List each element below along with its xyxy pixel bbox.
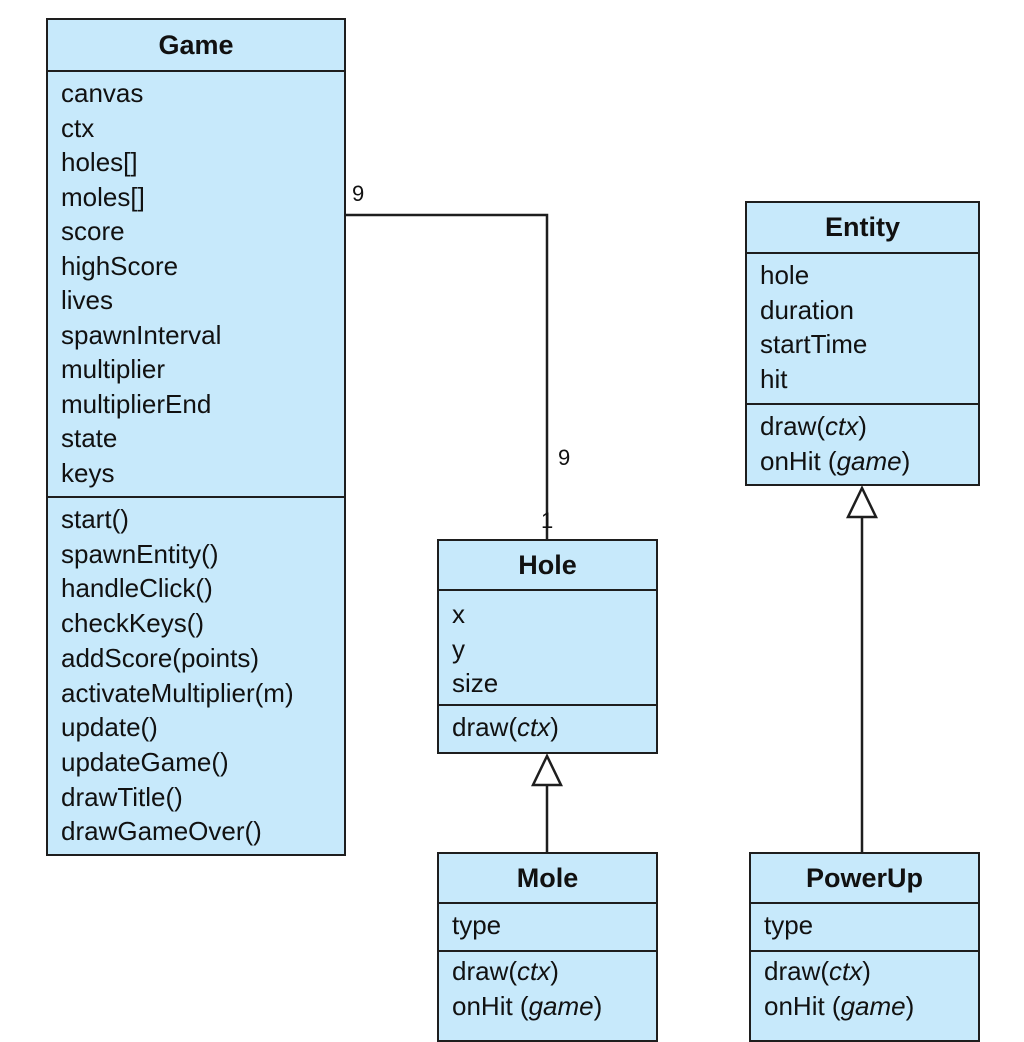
method: updateGame()	[61, 746, 229, 777]
method: draw(ctx)	[452, 954, 656, 989]
method: draw(ctx)	[764, 954, 978, 989]
method-name: draw(	[452, 712, 518, 742]
method: spawnEntity()	[61, 538, 219, 569]
method-close: )	[593, 990, 603, 1021]
methods-section: draw(ctx)onHit (game)	[747, 405, 978, 478]
attribute: hole	[760, 260, 810, 290]
method: draw(ctx)	[760, 409, 978, 444]
attribute: holes[]	[61, 147, 138, 177]
attribute: type	[764, 910, 814, 940]
multiplicity-hole-end: 1	[541, 508, 554, 533]
methods-section: draw(ctx)onHit (game)	[439, 952, 656, 1023]
generalization-powerup-entity-arrowhead	[846, 485, 878, 519]
method-name: draw(	[452, 956, 518, 986]
attributes-section: type	[439, 904, 656, 952]
method-name: onHit (	[764, 990, 841, 1021]
method-name: onHit (	[760, 445, 837, 476]
method-close: )	[862, 956, 871, 986]
attribute: score	[61, 216, 125, 246]
class-title: Entity	[747, 203, 978, 254]
attribute: moles[]	[61, 181, 145, 212]
attribute: keys	[61, 457, 115, 488]
method-name: onHit (	[452, 990, 529, 1021]
attribute: highScore	[61, 250, 179, 281]
method-close: )	[550, 712, 559, 742]
method-param: game	[528, 990, 594, 1021]
method-close: )	[550, 956, 559, 986]
method: activateMultiplier(m)	[61, 677, 294, 708]
method-param: ctx	[517, 956, 551, 986]
attribute: multiplierEnd	[61, 388, 212, 419]
attributes-section: hole duration startTime hit	[747, 254, 978, 405]
attribute: type	[452, 910, 502, 940]
attribute: y	[452, 633, 465, 664]
attribute: hit	[760, 363, 788, 394]
method: drawGameOver()	[61, 816, 262, 847]
method: update()	[61, 712, 158, 743]
method: onHit (game)	[764, 989, 978, 1024]
attribute: state	[61, 423, 118, 453]
methods-section: draw(ctx)	[439, 706, 656, 745]
class-entity[interactable]: Entity hole duration startTime hit draw(ctx…	[745, 201, 980, 486]
method-close: )	[858, 411, 867, 441]
class-title: PowerUp	[751, 854, 978, 904]
method: handleClick()	[61, 573, 213, 604]
attributes-section: type	[751, 904, 978, 952]
method-param: game	[840, 990, 906, 1021]
method: onHit (game)	[452, 989, 656, 1024]
method-param: ctx	[825, 411, 859, 441]
attribute: spawnInterval	[61, 319, 222, 350]
class-mole[interactable]: Mole type draw(ctx)onHit (game)	[437, 852, 658, 1042]
attribute: startTime	[760, 329, 868, 359]
attribute: size	[452, 668, 499, 698]
method-param: ctx	[517, 712, 551, 742]
generalization-mole-hole-arrowhead	[531, 753, 563, 787]
attribute: lives	[61, 285, 114, 315]
method: onHit (game)	[760, 444, 978, 479]
methods-section: draw(ctx)onHit (game)	[751, 952, 978, 1023]
attribute: x	[452, 599, 465, 629]
attribute: ctx	[61, 112, 95, 143]
method: draw(ctx)	[452, 710, 656, 745]
attribute: multiplier	[61, 354, 166, 384]
multiplicity-mid: 9	[558, 445, 571, 470]
multiplicity-game-end: 9	[352, 181, 365, 206]
method-close: )	[905, 990, 915, 1021]
method: start()	[61, 504, 129, 534]
method-param: game	[836, 445, 902, 476]
method: checkKeys()	[61, 608, 205, 639]
method-close: )	[901, 445, 911, 476]
class-game[interactable]: Game canvas ctx holes[] moles[] score highSco…	[46, 18, 346, 856]
class-title: Hole	[439, 541, 656, 591]
class-title: Game	[48, 20, 344, 72]
method-name: draw(	[764, 956, 830, 986]
attribute: duration	[760, 294, 854, 325]
method-param: ctx	[829, 956, 863, 986]
methods-section: start() spawnEntity() handleClick() checkKe…	[48, 498, 344, 849]
class-title: Mole	[439, 854, 656, 904]
method: addScore(points)	[61, 642, 259, 673]
attributes-section: canvas ctx holes[] moles[] score highScore liv…	[48, 72, 344, 498]
association-game-hole	[346, 213, 549, 539]
method: drawTitle()	[61, 781, 183, 812]
method-name: draw(	[760, 411, 826, 441]
attribute: canvas	[61, 78, 144, 108]
class-powerup[interactable]: PowerUp type draw(ctx)onHit (game)	[749, 852, 980, 1042]
